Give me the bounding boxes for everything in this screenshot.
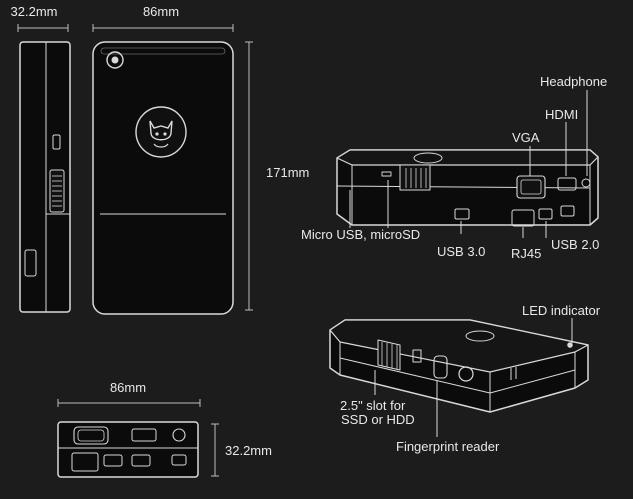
isometric-bottom-view (329, 319, 589, 413)
micro-usb-label: Micro USB, microSD (301, 227, 421, 242)
bottom-width-label: 86mm (109, 380, 147, 395)
front-view (92, 41, 234, 315)
hdmi-label: HDMI (545, 107, 579, 122)
slot-label-line1: 2.5" slot for (340, 398, 406, 413)
side-width-label: 32.2mm (10, 4, 58, 19)
slot-label-line2: SSD or HDD (341, 412, 415, 427)
usb2-label: USB 2.0 (551, 237, 600, 252)
bottom-height-label: 32.2mm (225, 443, 272, 458)
side-view (19, 41, 71, 313)
isometric-top-view (336, 149, 599, 227)
front-height-label: 171mm (266, 165, 310, 180)
fingerprint-label: Fingerprint reader (396, 439, 500, 454)
fingerprint-logo-icon (135, 106, 187, 158)
usb3-label: USB 3.0 (437, 244, 486, 259)
callout-lines (349, 90, 588, 437)
bottom-view (57, 421, 199, 478)
dimension-lines (17, 24, 253, 477)
vga-label: VGA (512, 130, 540, 145)
front-width-label: 86mm (142, 4, 180, 19)
headphone-label: Headphone (540, 74, 608, 89)
rj45-label: RJ45 (511, 246, 542, 261)
led-label: LED indicator (522, 303, 601, 318)
